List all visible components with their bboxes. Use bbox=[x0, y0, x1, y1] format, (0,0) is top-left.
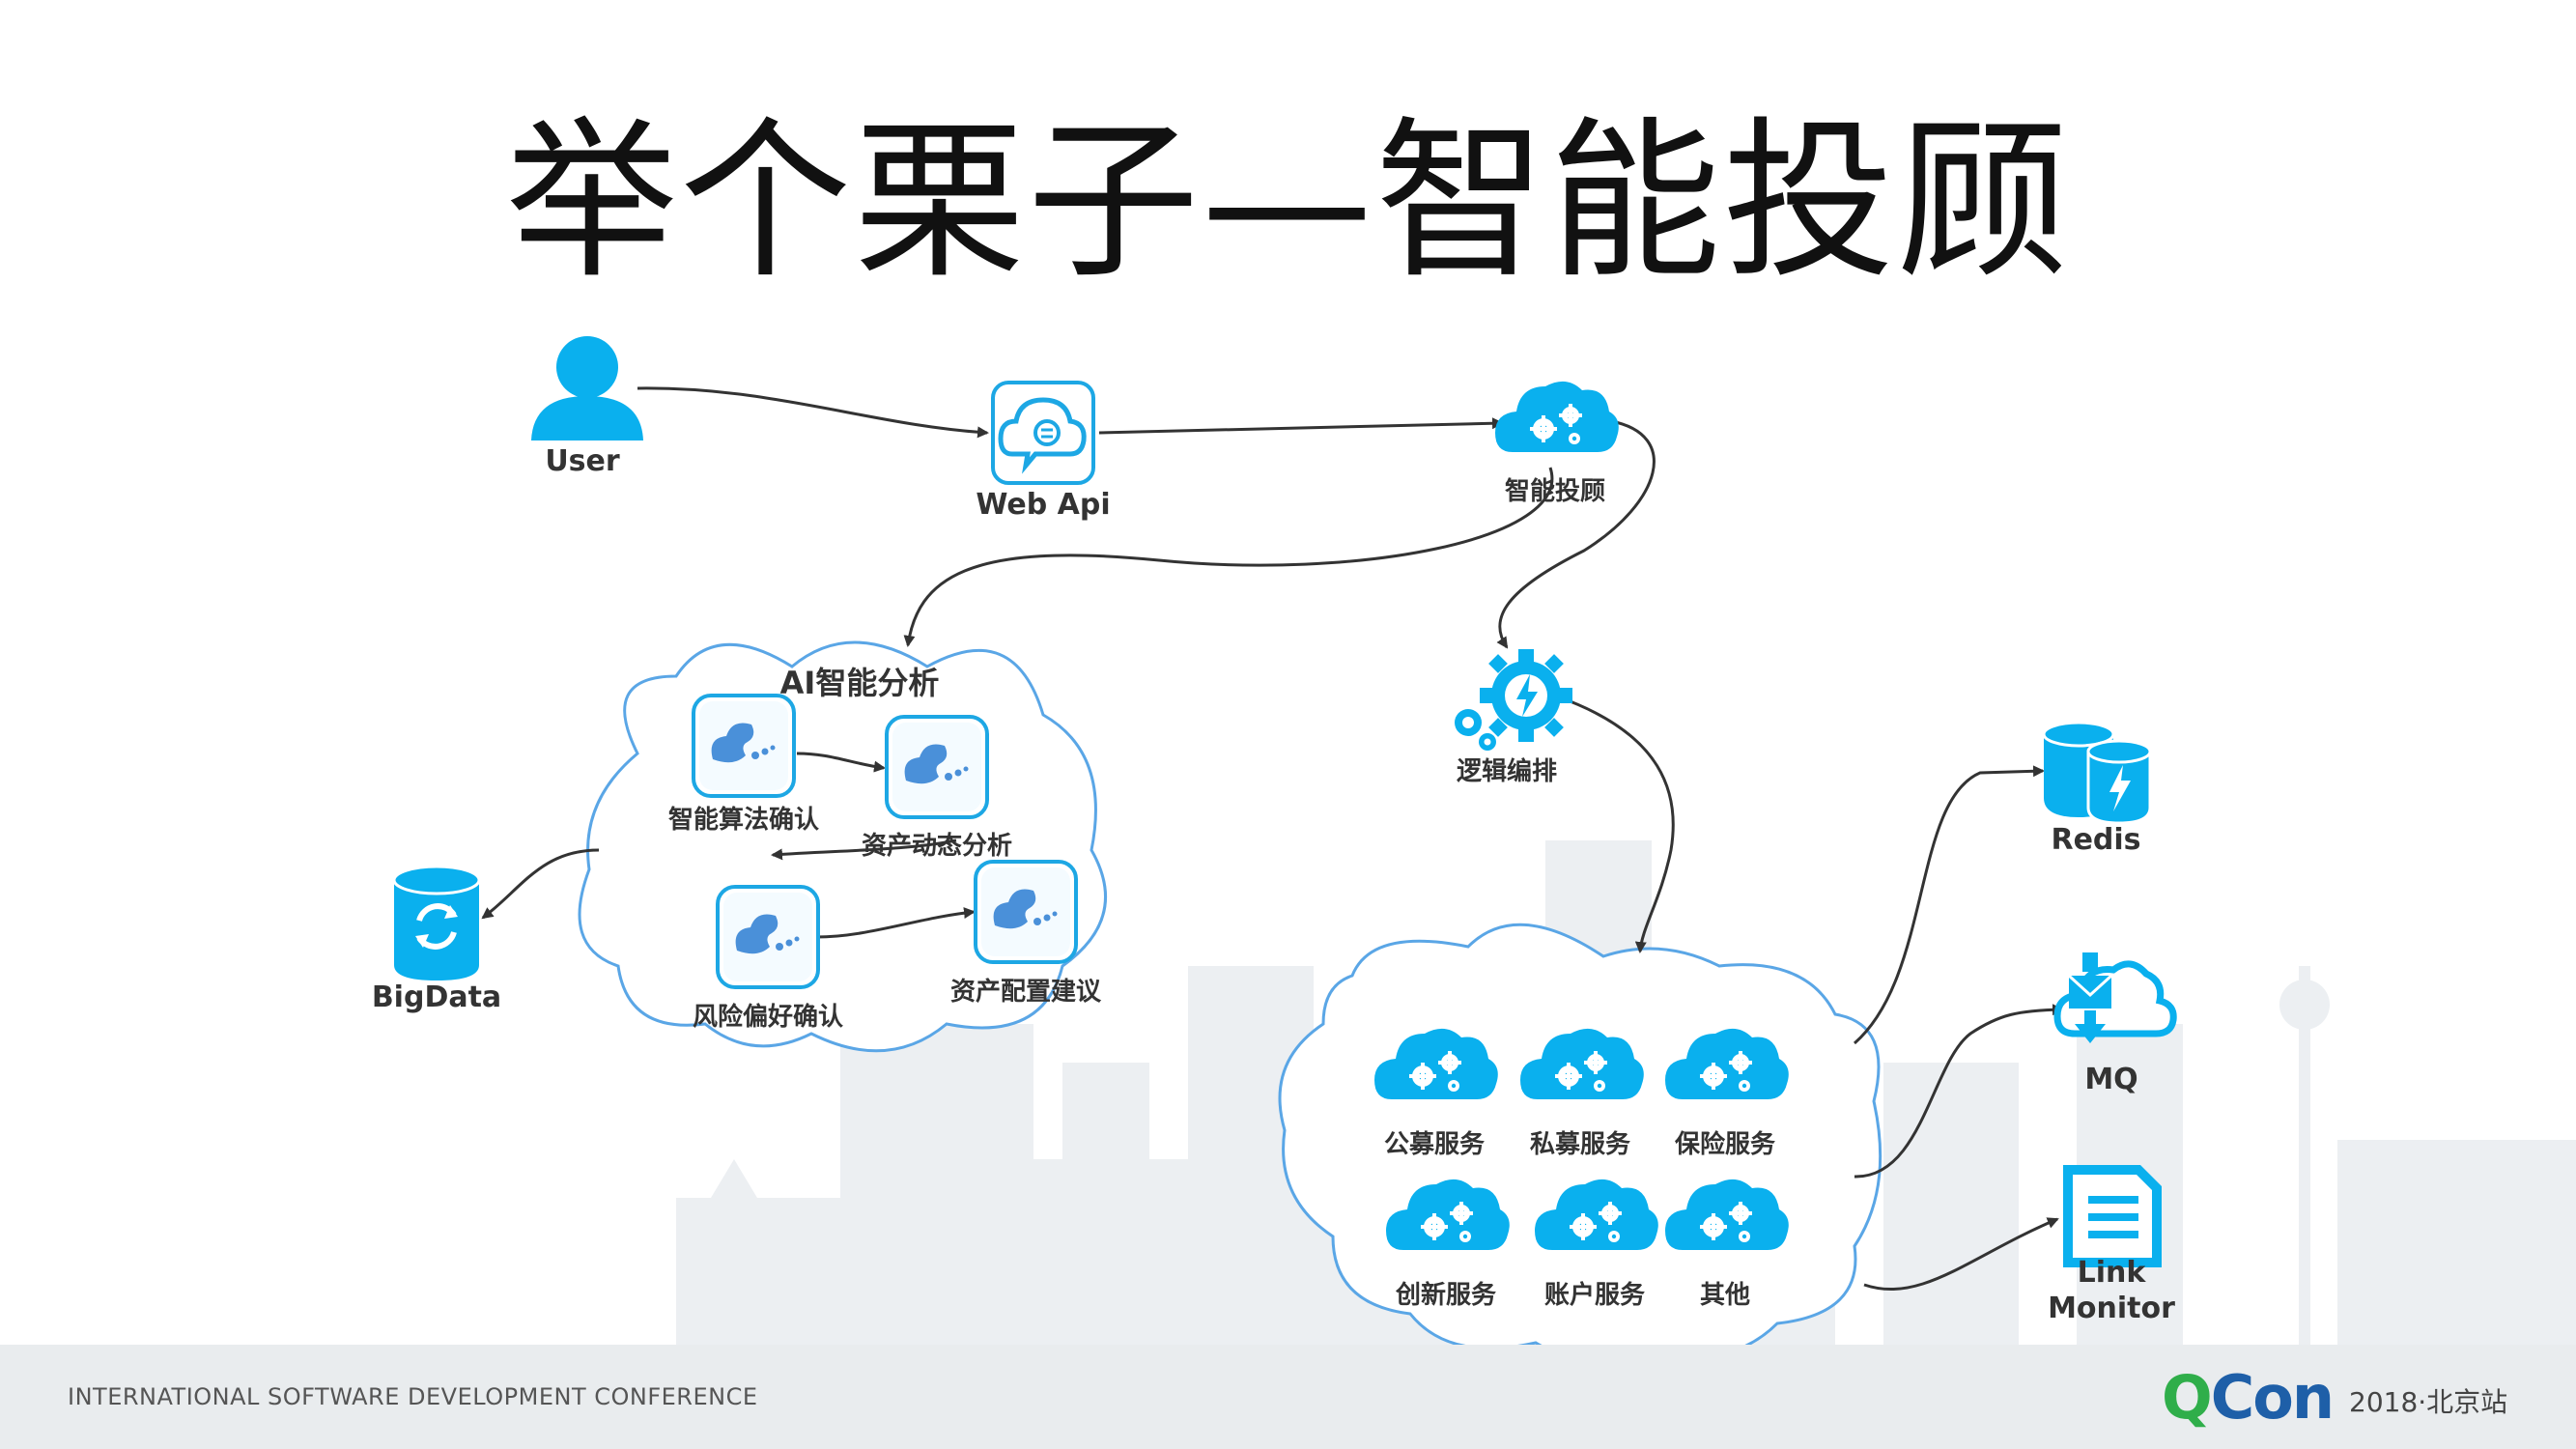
label-link: Link bbox=[2077, 1256, 2146, 1290]
connector-arrows bbox=[481, 386, 2064, 1291]
conference-name: INTERNATIONAL SOFTWARE DEVELOPMENT CONFE… bbox=[68, 1383, 758, 1410]
label-monitor: Monitor bbox=[2048, 1292, 2175, 1325]
footer-bar: INTERNATIONAL SOFTWARE DEVELOPMENT CONFE… bbox=[0, 1345, 2576, 1449]
ai-item-2-icon bbox=[885, 715, 989, 819]
label-advisor: 智能投顾 bbox=[1504, 477, 1606, 506]
mq-icon bbox=[2053, 952, 2177, 1043]
arrow-webapi-to-advisor bbox=[1098, 417, 1504, 435]
ai-item-2-label: 资产动态分析 bbox=[861, 832, 1013, 861]
logic-orchestration-icon bbox=[1455, 649, 1572, 751]
service-label-innovation: 创新服务 bbox=[1395, 1281, 1497, 1310]
label-user: User bbox=[545, 444, 620, 478]
arrow-services-to-mq bbox=[1854, 1004, 2064, 1179]
label-logic: 逻辑编排 bbox=[1456, 757, 1558, 786]
link-monitor-icon bbox=[2063, 1165, 2162, 1267]
slide-title: 举个栗子—智能投顾 bbox=[505, 101, 2071, 301]
service-label-insurance: 保险服务 bbox=[1674, 1130, 1776, 1159]
arrow-advisor-to-ai bbox=[903, 467, 1554, 647]
ai-item-4-label: 资产配置建议 bbox=[949, 978, 1102, 1007]
arrow-ai-to-bigdata bbox=[481, 848, 600, 920]
label-mq: MQ bbox=[2084, 1063, 2138, 1096]
service-label-other: 其他 bbox=[1699, 1281, 1751, 1310]
label-bigdata: BigData bbox=[371, 980, 502, 1014]
redis-icon bbox=[2042, 721, 2152, 825]
ai-group-title: AI智能分析 bbox=[779, 665, 940, 701]
arrow-ai3-to-ai4 bbox=[815, 907, 976, 939]
ai-item-3-icon bbox=[716, 885, 820, 989]
qcon-logo-con: Con bbox=[2210, 1362, 2335, 1433]
ai-item-1-label: 智能算法确认 bbox=[667, 806, 820, 835]
conference-edition: 2018·北京站 bbox=[2349, 1386, 2508, 1418]
user-icon bbox=[531, 336, 643, 440]
arrow-ai2-to-ai3 bbox=[771, 838, 957, 861]
arrow-advisor-to-logic bbox=[1496, 419, 1656, 649]
ai-item-4-icon bbox=[974, 860, 1078, 964]
ai-item-1-icon bbox=[692, 694, 796, 798]
service-label-public-fund: 公募服务 bbox=[1383, 1130, 1486, 1159]
label-redis: Redis bbox=[2051, 823, 2141, 857]
arrow-logic-to-services bbox=[1559, 696, 1675, 953]
web-api-icon bbox=[991, 381, 1095, 485]
advisor-gear-cloud-icon bbox=[1493, 379, 1621, 454]
qcon-logo-q: Q bbox=[2162, 1362, 2213, 1433]
ai-item-3-label: 风险偏好确认 bbox=[692, 1003, 844, 1032]
arrow-services-to-redis bbox=[1854, 765, 2045, 1045]
bigdata-icon bbox=[392, 865, 481, 980]
architecture-diagram bbox=[392, 336, 2177, 1345]
label-web-api: Web Api bbox=[976, 488, 1111, 522]
service-label-private-fund: 私募服务 bbox=[1529, 1130, 1631, 1159]
arrow-user-to-webapi bbox=[637, 386, 989, 439]
arrow-services-to-monitor bbox=[1863, 1217, 2059, 1291]
qcon-logo: QCon bbox=[2162, 1362, 2335, 1433]
service-label-account: 账户服务 bbox=[1543, 1281, 1646, 1310]
arrow-ai1-to-ai2 bbox=[796, 752, 886, 773]
